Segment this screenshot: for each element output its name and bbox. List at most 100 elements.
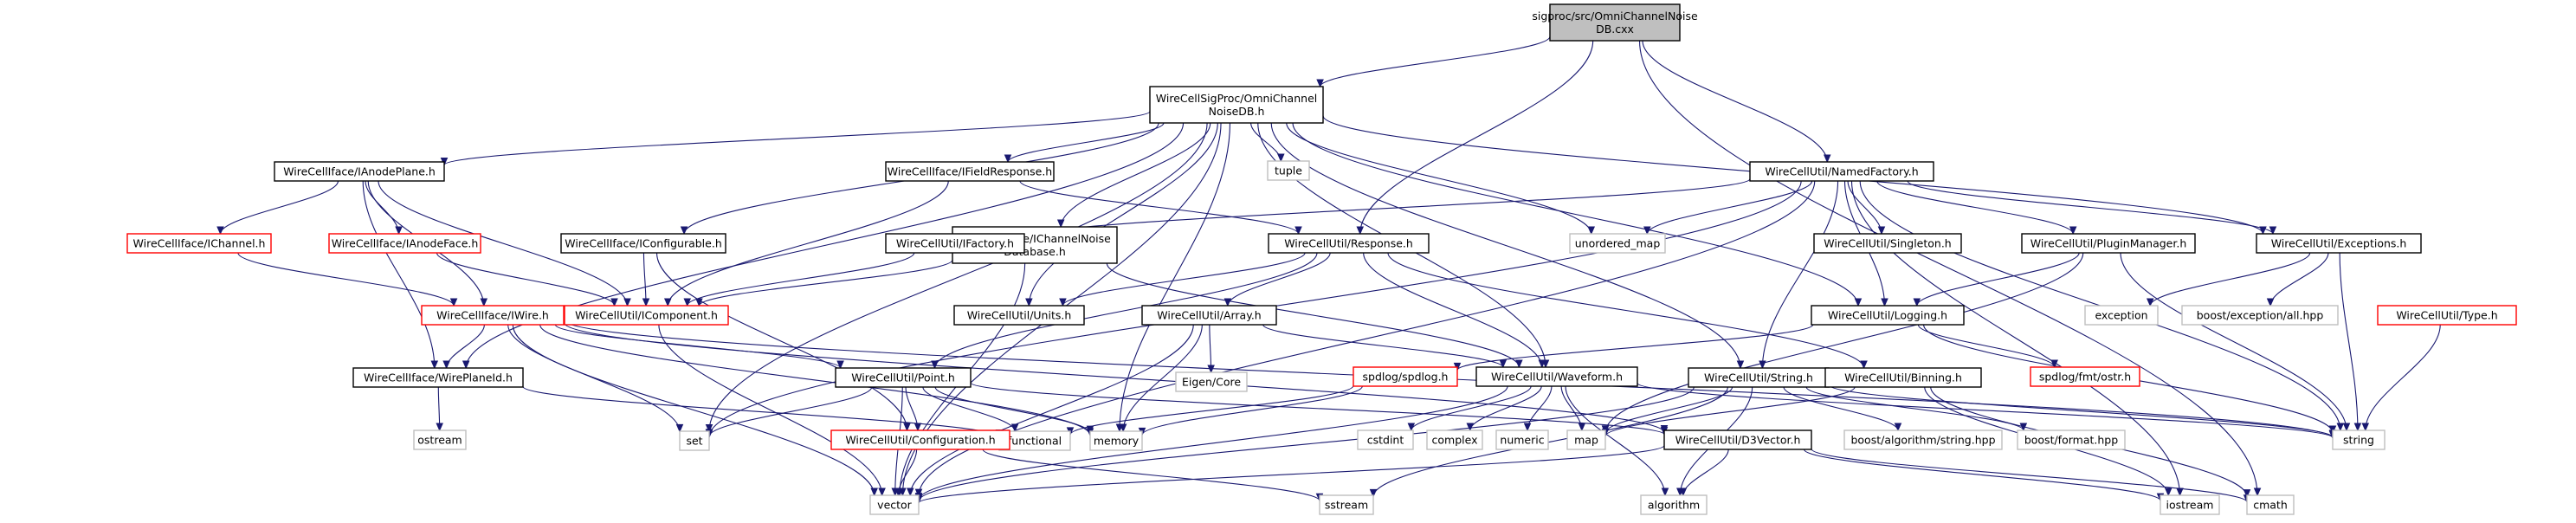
node-spdlogostr[interactable]: spdlog/fmt/ostr.h: [2030, 366, 2140, 387]
arrowhead: [1823, 154, 1831, 164]
edge-iconfigurable-to-icomponent: [642, 252, 650, 307]
node-spdlog[interactable]: spdlog/spdlog.h: [1353, 366, 1458, 387]
edge-ichannelnoisedb-to-icomponent: [695, 259, 953, 307]
edge-line: [918, 386, 1695, 502]
arrowhead: [1679, 487, 1688, 497]
arrowhead: [1881, 298, 1888, 307]
node-label: vector: [877, 499, 913, 512]
node-binning[interactable]: WireCellUtil/Binning.h: [1824, 367, 1982, 388]
edge-line: [1850, 180, 2181, 496]
node-response[interactable]: WireCellUtil/Response.h: [1268, 233, 1430, 254]
node-singleton[interactable]: WireCellUtil/Singleton.h: [1813, 233, 1962, 254]
arrowhead: [906, 487, 914, 497]
node-label: WireCellUtil/IComponent.h: [575, 309, 718, 322]
edge-line: [708, 386, 873, 437]
node-ifactory[interactable]: WireCellUtil/IFactory.h: [885, 233, 1025, 254]
node-namedfactory[interactable]: WireCellUtil/NamedFactory.h: [1749, 161, 1934, 182]
node-configuration[interactable]: WireCellUtil/Configuration.h: [830, 429, 1010, 450]
node-exception: exception: [2084, 305, 2159, 326]
edge-line: [1907, 180, 2274, 235]
node-pluginmanager[interactable]: WireCellUtil/PluginManager.h: [2021, 233, 2196, 254]
node-units[interactable]: WireCellUtil/Units.h: [953, 305, 1085, 326]
arrowhead: [2147, 298, 2154, 307]
node-ichannel[interactable]: WireCellIface/IChannel.h: [126, 233, 272, 254]
node-ianodeface[interactable]: WireCellIface/IAnodeFace.h: [328, 233, 481, 254]
edge-iwire-to-set: [507, 324, 684, 433]
edge-line: [687, 252, 915, 307]
edge-line: [1060, 122, 1211, 228]
node-iconfigurable[interactable]: WireCellIface/IConfigurable.h: [560, 233, 726, 254]
edge-omnidb-to-ichannelnoisedb: [1056, 122, 1211, 229]
arrowhead: [663, 298, 672, 307]
edge-ichannel-to-iwire: [237, 252, 458, 307]
node-label: WireCellUtil/Array.h: [1157, 309, 1261, 322]
edge-line: [237, 252, 455, 307]
arrowhead: [2069, 226, 2077, 236]
node-ostream: ostream: [413, 429, 467, 450]
edge-omnidb-to-units: [1025, 122, 1218, 307]
node-point[interactable]: WireCellUtil/Point.h: [835, 367, 972, 388]
edge-omnidb-to-ifieldresponse: [1004, 122, 1165, 164]
arrowhead: [395, 226, 403, 236]
node-d3vector[interactable]: WireCellUtil/D3Vector.h: [1663, 429, 1812, 450]
edge-line: [2149, 252, 2311, 307]
node-array[interactable]: WireCellUtil/Array.h: [1141, 305, 1277, 326]
node-label: WireCellIface/IAnodeFace.h: [332, 237, 479, 250]
node-box: [560, 233, 726, 254]
edge-line: [1069, 384, 1354, 436]
node-iwire[interactable]: WireCellIface/IWire.h: [421, 305, 565, 326]
node-box: [2181, 305, 2339, 326]
node-functional: functional: [998, 430, 1071, 451]
edge-array-to-eigen: [1207, 324, 1215, 374]
edge-line: [1372, 386, 1728, 497]
edge-pluginmanager-to-string: [2120, 252, 2351, 432]
edge-line: [1262, 324, 1504, 368]
edge-pluginmanager-to-logging: [1913, 252, 2080, 307]
edge-line: [982, 449, 1320, 501]
edge-icomponent-to-vector: [658, 324, 886, 497]
node-label: algorithm: [1648, 499, 1700, 512]
edge-ianodeface-to-icomponent: [436, 252, 618, 307]
node-box: [2377, 305, 2517, 326]
node-complex: complex: [1426, 429, 1483, 450]
edge-line: [1604, 386, 1733, 434]
edge-line: [1642, 40, 1828, 163]
edge-line: [512, 324, 875, 496]
node-logging[interactable]: WireCellUtil/Logging.h: [1811, 305, 1965, 326]
edge-root-to-response: [1356, 40, 1594, 236]
edge-line: [1411, 385, 1532, 431]
edge-line: [1646, 180, 1813, 235]
node-ianodeplane[interactable]: WireCellIface/IAnodePlane.h: [274, 161, 445, 182]
edge-line: [378, 180, 629, 307]
node-type[interactable]: WireCellUtil/Type.h: [2377, 305, 2517, 326]
node-label: complex: [1432, 434, 1478, 447]
node-label: WireCellIface/WirePlaneId.h: [364, 371, 513, 384]
node-box: [126, 233, 272, 254]
edge-line: [1019, 180, 1300, 235]
edge-line: [2339, 252, 2359, 431]
node-ifieldresponse[interactable]: WireCellIface/IFieldResponse.h: [885, 161, 1055, 182]
node-cstdint: cstdint: [1357, 429, 1414, 450]
node-waveform[interactable]: WireCellUtil/Waveform.h: [1475, 366, 1638, 387]
edge-root-to-namedfactory: [1642, 40, 1831, 164]
node-label: WireCellIface/IConfigurable.h: [565, 237, 722, 250]
node-icomponent[interactable]: WireCellUtil/IComponent.h: [564, 305, 729, 326]
node-label: WireCellIface/IAnodePlane.h: [283, 165, 436, 178]
node-iostream: iostream: [2160, 494, 2220, 515]
arrowhead: [1316, 79, 1324, 88]
edge-point-to-configuration: [905, 386, 922, 432]
edge-point-to-set: [705, 386, 873, 438]
node-label: WireCellUtil/Configuration.h: [845, 434, 995, 447]
edge-line: [1106, 262, 1520, 368]
node-wireplaneid[interactable]: WireCellIface/WirePlaneId.h: [352, 367, 524, 388]
node-label: WireCellUtil/IFactory.h: [896, 237, 1014, 250]
edge-spdlog-to-functional: [1066, 384, 1354, 436]
node-exceptions[interactable]: WireCellUtil/Exceptions.h: [2256, 233, 2422, 254]
edge-line: [1292, 122, 1859, 307]
node-string_h[interactable]: WireCellUtil/String.h: [1688, 367, 1830, 388]
arrowhead: [2266, 298, 2275, 307]
node-label: exception: [2095, 309, 2147, 322]
edge-exceptions-to-exception: [2147, 252, 2311, 307]
